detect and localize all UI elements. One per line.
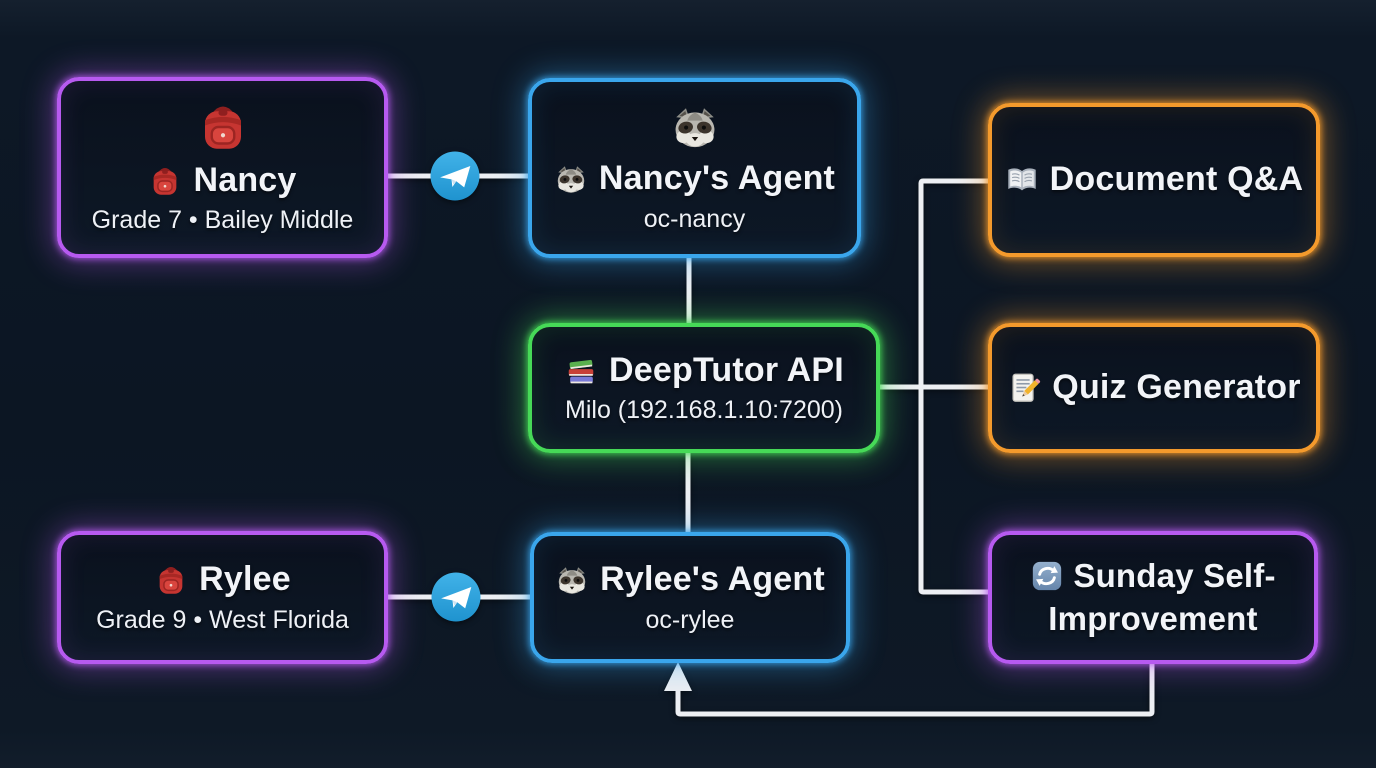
feature-node-quiz-generator: Quiz Generator <box>988 323 1320 453</box>
agent-node-nancy-agent: Nancy's Agent oc-nancy <box>528 78 861 258</box>
node-title: DeepTutor API <box>564 351 844 390</box>
student-node-nancy: Nancy Grade 7 • Bailey Middle <box>57 77 388 258</box>
node-title: Rylee's Agent <box>555 560 825 599</box>
node-title-text: Rylee's Agent <box>600 560 825 599</box>
node-title: Quiz Generator <box>1007 368 1301 407</box>
telegram-icon <box>430 151 480 201</box>
node-title-text: DeepTutor API <box>609 350 844 389</box>
node-subtitle: oc-nancy <box>643 204 746 233</box>
raccoon-icon <box>555 563 589 597</box>
open-book-icon <box>1005 163 1039 197</box>
edge-sunday-feedback <box>675 663 1155 717</box>
feature-node-sunday-self-improvement: Sunday Self-Improvement <box>988 531 1318 664</box>
node-title: Nancy's Agent <box>554 159 835 198</box>
node-title-text: Nancy <box>193 160 297 199</box>
memo-icon <box>1007 371 1041 405</box>
service-node-deeptutor-api: DeepTutor API Milo (192.168.1.10:7200) <box>528 323 880 453</box>
node-title: Rylee <box>154 560 291 599</box>
node-title-text: Rylee <box>199 560 291 599</box>
backpack-icon <box>154 563 188 597</box>
agent-node-rylee-agent: Rylee's Agent oc-rylee <box>530 532 850 663</box>
feature-node-document-qa: Document Q&A <box>988 103 1320 257</box>
node-title: Sunday Self-Improvement <box>1000 555 1306 639</box>
node-title-text: Document Q&A <box>1049 160 1304 199</box>
backpack-icon <box>196 100 250 154</box>
raccoon-icon <box>670 102 720 152</box>
node-title: Nancy <box>148 161 296 200</box>
node-title-text: Quiz Generator <box>1052 368 1301 407</box>
node-title: Document Q&A <box>1005 160 1304 199</box>
student-node-rylee: Rylee Grade 9 • West Florida <box>57 531 388 664</box>
books-icon <box>564 354 598 388</box>
backpack-icon <box>148 164 182 198</box>
refresh-icon <box>1030 559 1064 593</box>
node-subtitle: Milo (192.168.1.10:7200) <box>565 396 843 425</box>
feedback-arrowhead <box>664 662 692 691</box>
node-subtitle: Grade 7 • Bailey Middle <box>91 206 354 235</box>
raccoon-icon <box>554 162 588 196</box>
node-subtitle: Grade 9 • West Florida <box>96 605 349 634</box>
telegram-icon <box>431 572 481 622</box>
node-title-text: Sunday Self-Improvement <box>1048 557 1276 637</box>
node-title-text: Nancy's Agent <box>598 159 836 198</box>
node-subtitle: oc-rylee <box>645 605 735 634</box>
edge-api-branches <box>918 178 988 595</box>
